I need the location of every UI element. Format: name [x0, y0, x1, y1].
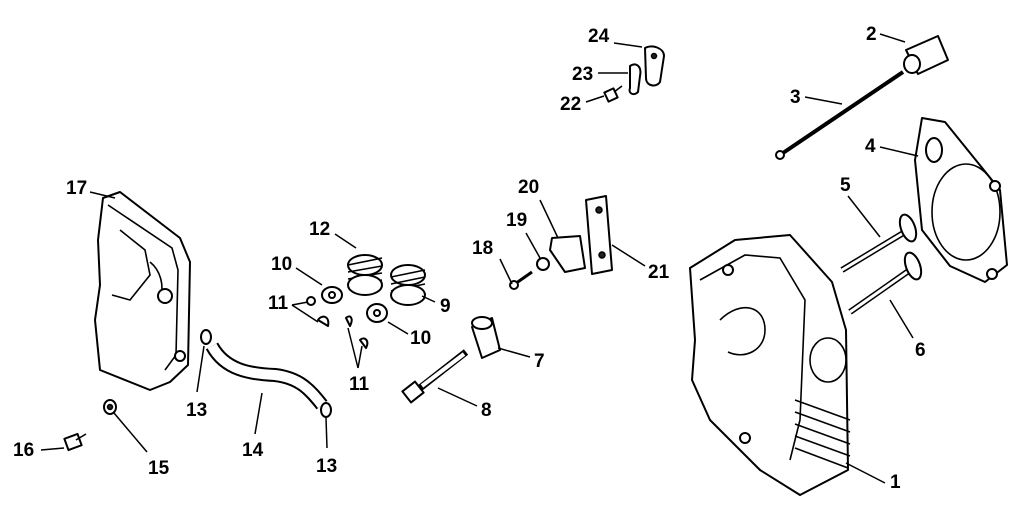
label-part-3: 3	[790, 87, 801, 108]
gasket-plate-part-21	[585, 195, 613, 275]
breather-hose-part	[200, 329, 332, 418]
bracket-part-20	[549, 235, 586, 273]
label-part-9: 9	[440, 296, 451, 317]
label-part-4: 4	[865, 136, 876, 157]
label-part-10b: 10	[410, 328, 431, 349]
spring-retainer-part-10a	[321, 286, 343, 304]
label-part-5: 5	[840, 175, 851, 196]
label-part-1: 1	[890, 472, 901, 493]
screw-part-18	[509, 270, 533, 290]
label-part-7: 7	[534, 351, 545, 372]
label-part-13b: 13	[316, 456, 337, 477]
label-part-16: 16	[13, 440, 34, 461]
keeper-part-11a	[306, 296, 330, 327]
washer-part-19	[536, 257, 550, 271]
cylinder-head-part-1	[689, 234, 851, 496]
bolt-part-16	[63, 432, 87, 452]
sleeve-part-7	[471, 316, 501, 359]
leader-lines	[40, 33, 919, 484]
label-part-10a: 10	[271, 254, 292, 275]
label-part-13a: 13	[186, 400, 207, 421]
label-part-8: 8	[481, 400, 492, 421]
spring-retainer-part-10b	[366, 303, 388, 323]
bolt-part-8	[401, 349, 469, 404]
label-part-2: 2	[866, 24, 877, 45]
head-gasket-part-4	[914, 117, 1008, 283]
label-part-17: 17	[66, 178, 87, 199]
valve-spring-part-12	[347, 254, 383, 296]
valve-cover-part	[94, 191, 191, 391]
label-part-15: 15	[148, 458, 170, 479]
label-part-11a: 11	[268, 293, 289, 314]
label-part-14: 14	[242, 440, 264, 461]
keeper-part-11b	[345, 315, 369, 349]
label-part-23: 23	[572, 64, 593, 85]
tappet-part-2	[903, 35, 949, 75]
label-part-11b: 11	[349, 374, 370, 395]
label-part-22: 22	[560, 94, 581, 115]
label-part-12: 12	[309, 219, 330, 240]
label-part-21: 21	[648, 262, 670, 283]
label-part-19: 19	[506, 210, 527, 231]
push-rod-part-3	[775, 70, 905, 160]
label-part-20: 20	[518, 177, 539, 198]
label-part-18: 18	[472, 238, 493, 259]
valve-part-5	[840, 213, 918, 273]
washer-part-15	[103, 399, 117, 415]
plate-part-24	[644, 45, 665, 87]
clip-part-23	[628, 63, 642, 96]
part-labels: 1 2 3 4 5 6 7 8 9 10 10 11 11 12 13 13 1…	[13, 24, 926, 493]
valve-part-6	[848, 251, 923, 315]
screw-part-22	[603, 85, 623, 103]
valve-spring-part-9	[390, 264, 426, 306]
label-part-24: 24	[588, 26, 610, 47]
label-part-6: 6	[915, 340, 926, 361]
